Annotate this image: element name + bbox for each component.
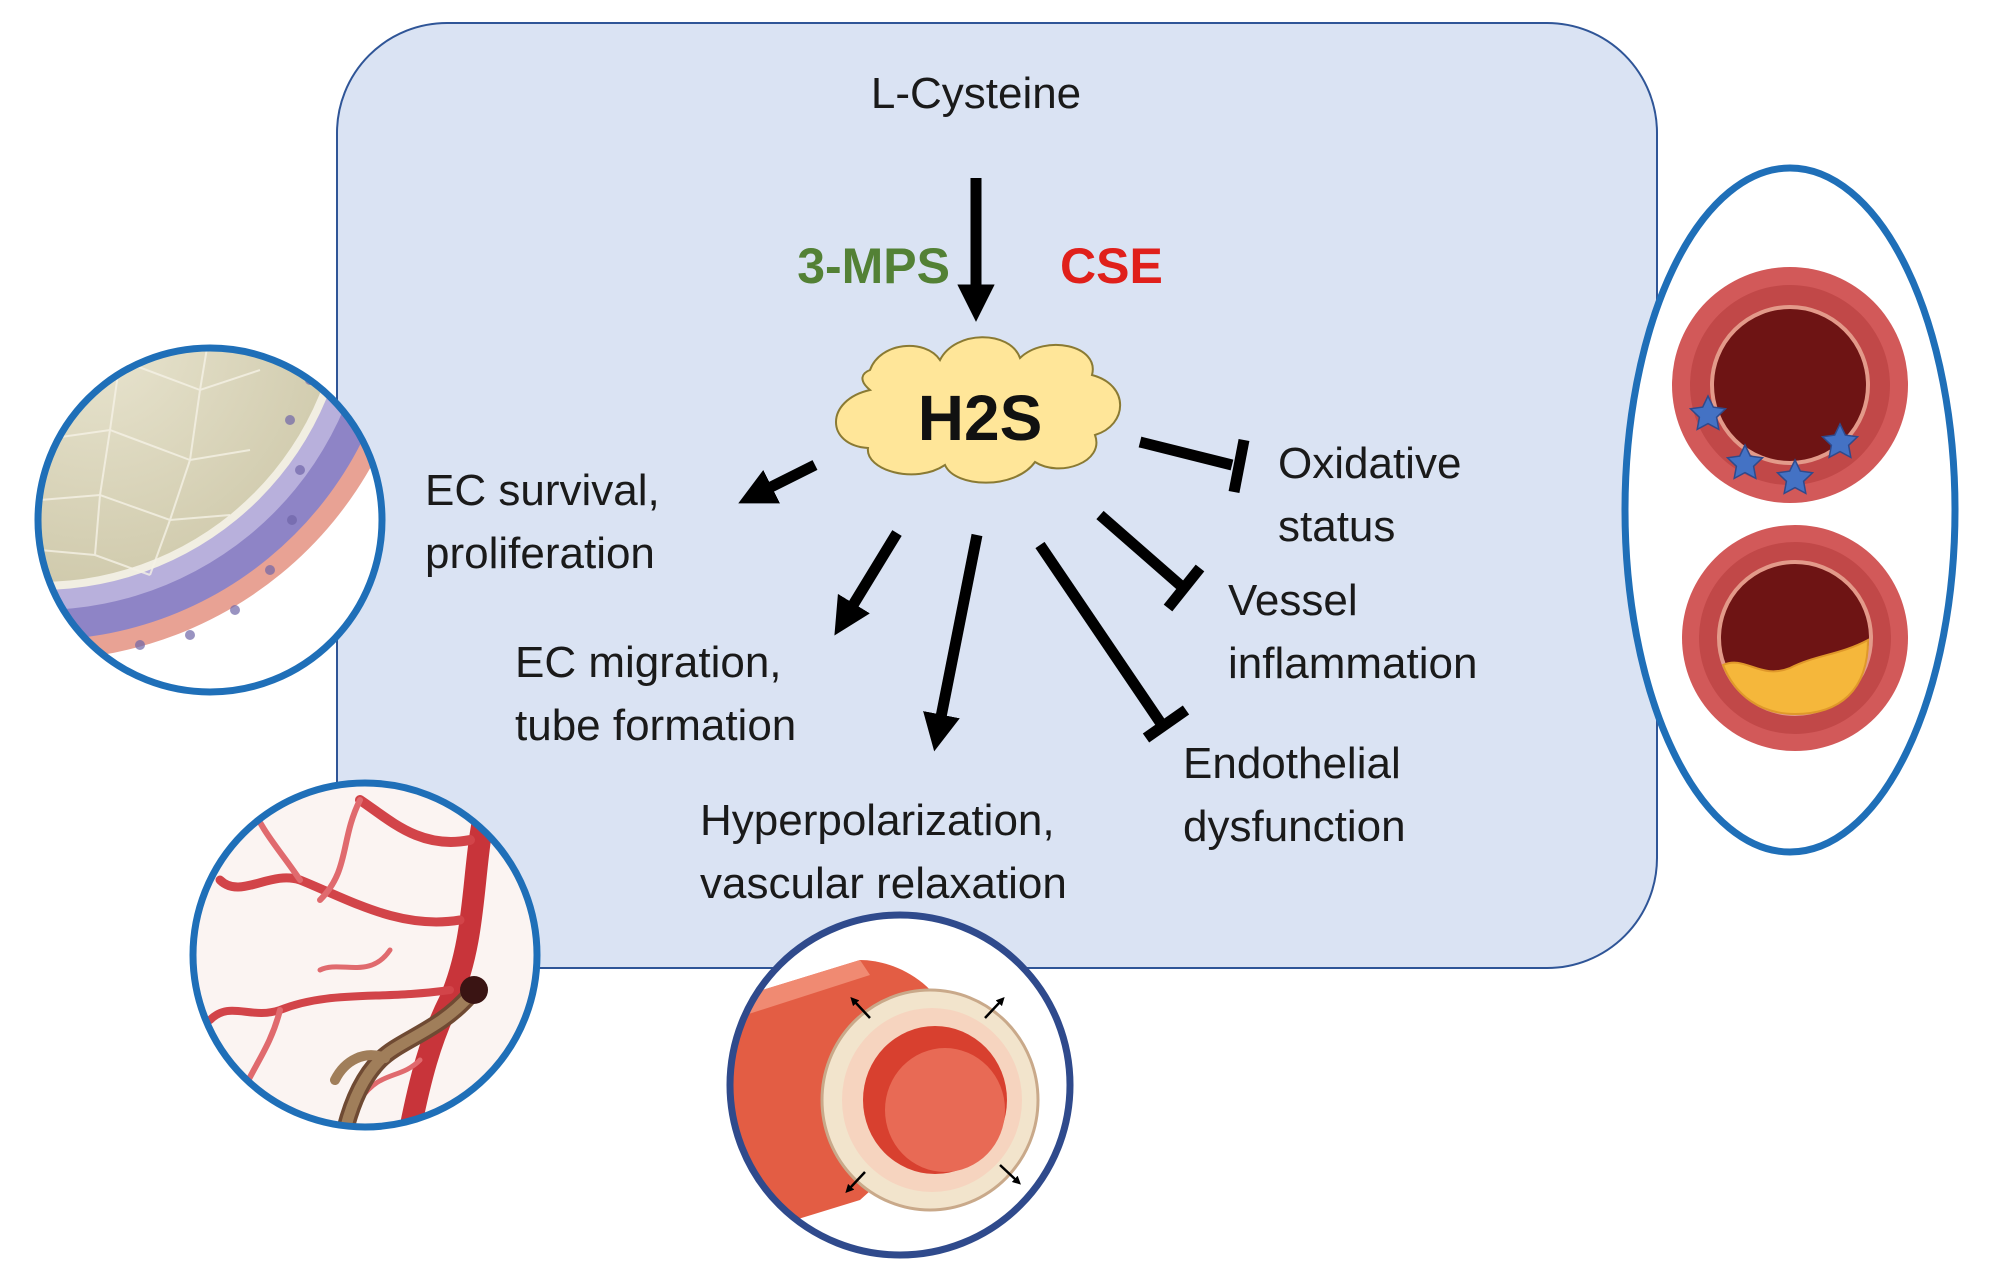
angiogenesis-illustration (189, 779, 541, 1131)
enzyme-cse-label: CSE (1060, 238, 1163, 294)
vessel-with-plaque (1682, 525, 1908, 751)
atherosclerosis-illustration (1621, 164, 1959, 856)
h2s-label: H2S (918, 382, 1043, 454)
vasodilation-illustration (726, 911, 1074, 1259)
effect-oxidative-status: Oxidative status (1278, 439, 1474, 551)
effect-vessel-inflammation: Vessel inflammation (1228, 576, 1477, 688)
inhibit-endothelial-dysfunction (1035, 541, 1190, 743)
arrow-ec-migration (834, 530, 902, 636)
endothelium-illustration (34, 344, 386, 696)
effect-ec-survival: EC survival, proliferation (425, 466, 672, 578)
vessel-with-oxidative-stress (1672, 267, 1908, 503)
enzyme-3mps-label: 3-MPS (797, 238, 950, 294)
inhibit-vessel-inflammation (1096, 510, 1205, 612)
effect-endothelial-dysfunction: Endothelial dysfunction (1183, 739, 1413, 851)
arrow-ec-survival (738, 460, 818, 504)
substrate-label: L-Cysteine (871, 69, 1081, 118)
inhibit-oxidative (1138, 436, 1250, 494)
h2s-cloud (835, 336, 1121, 484)
effect-ec-migration: EC migration, tube formation (515, 638, 796, 750)
arrow-hyperpolarization (923, 533, 983, 752)
effect-hyperpolarization: Hyperpolarization, vascular relaxation (700, 796, 1067, 908)
